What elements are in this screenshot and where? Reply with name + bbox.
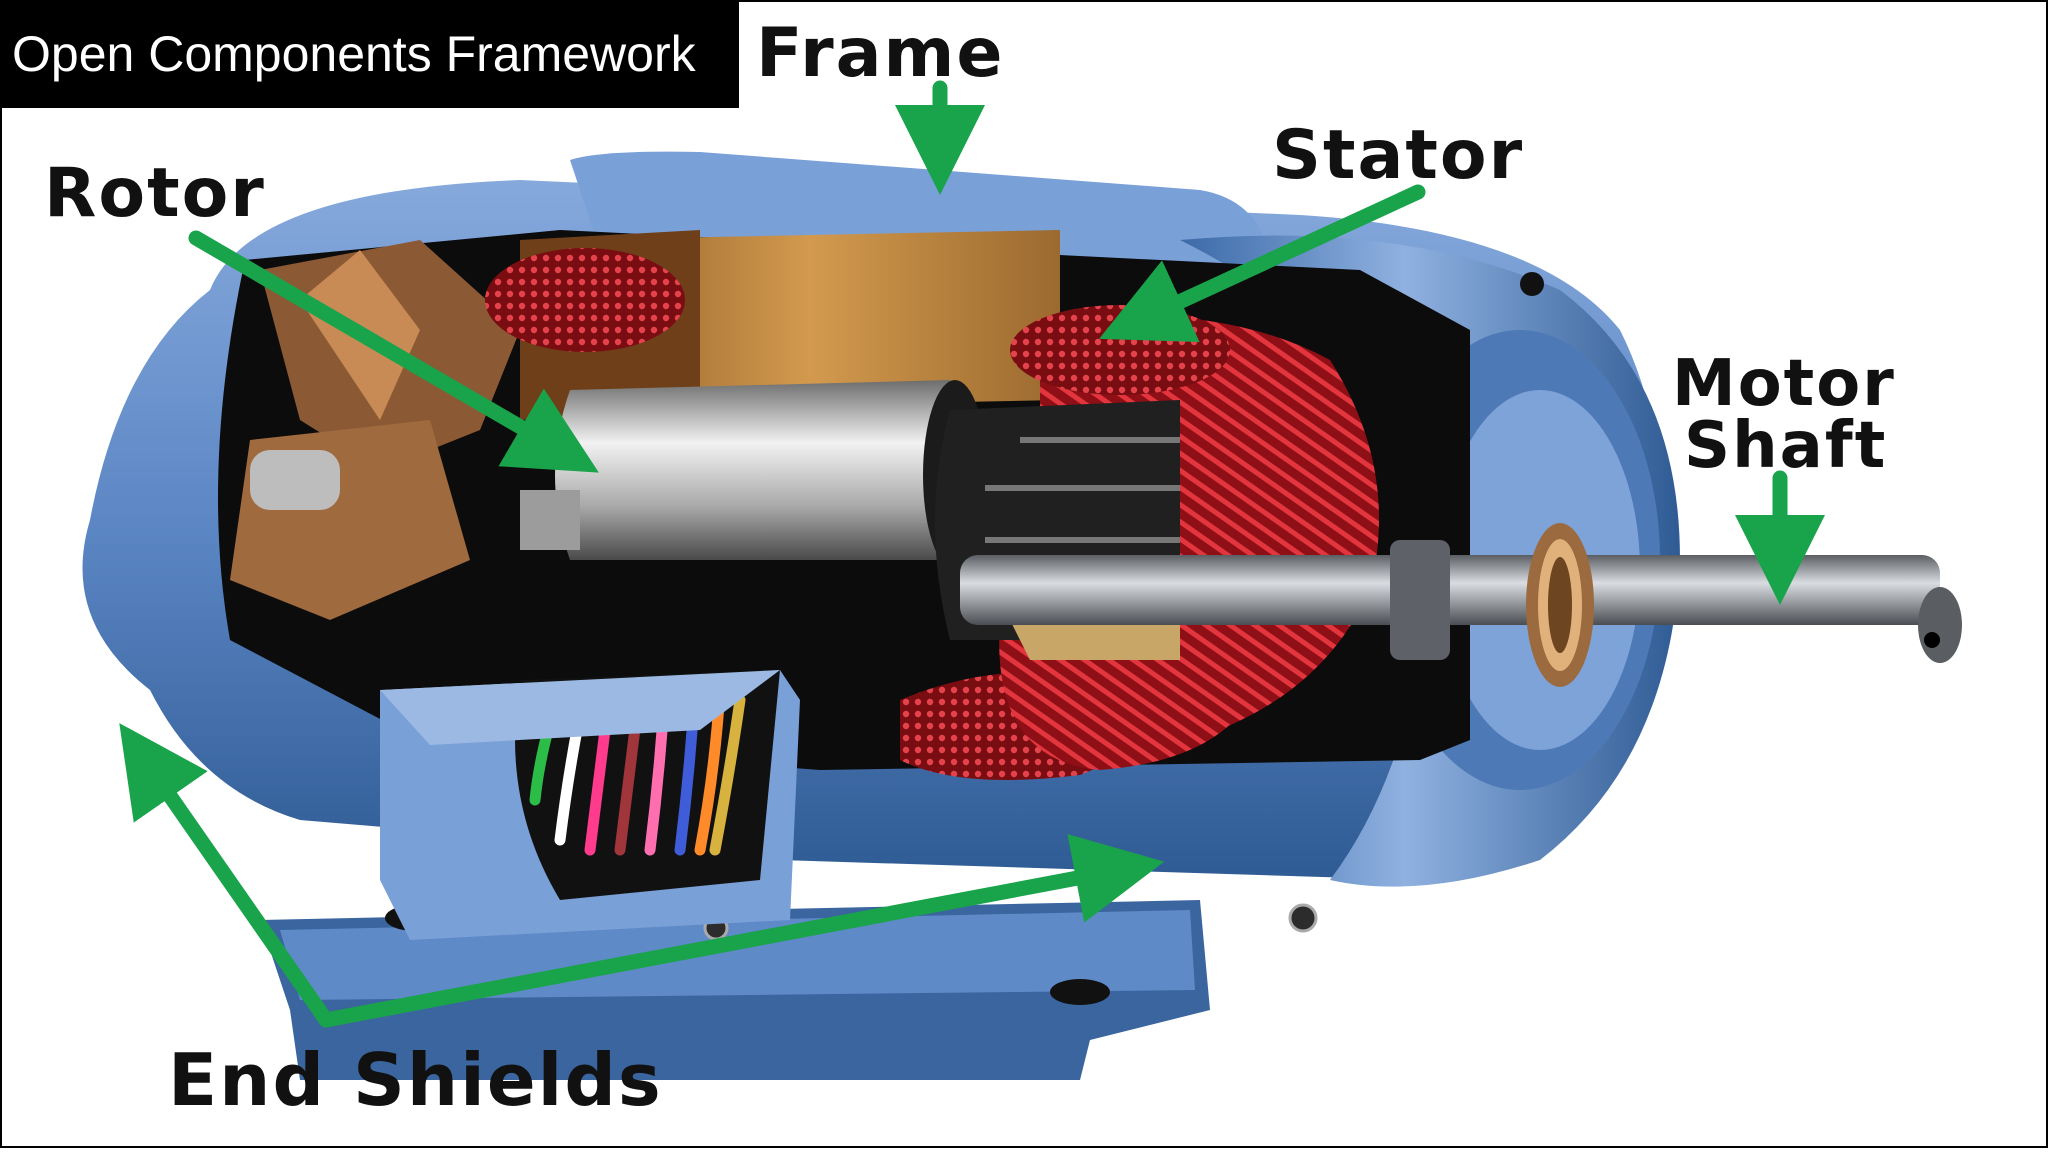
title-badge: Open Components Framework (0, 0, 739, 108)
motor-interior (218, 230, 1470, 940)
label-frame: Frame (756, 14, 1005, 93)
label-rotor: Rotor (44, 154, 266, 233)
label-end-shields: End Shields (168, 1038, 663, 1122)
label-motor-shaft-line2: Shaft (1684, 409, 1887, 483)
motor-shaft (960, 523, 1962, 687)
label-motor-shaft-line1: Motor (1672, 347, 1896, 421)
arrow-icon (119, 80, 1825, 1028)
label-stator: Stator (1272, 116, 1524, 195)
